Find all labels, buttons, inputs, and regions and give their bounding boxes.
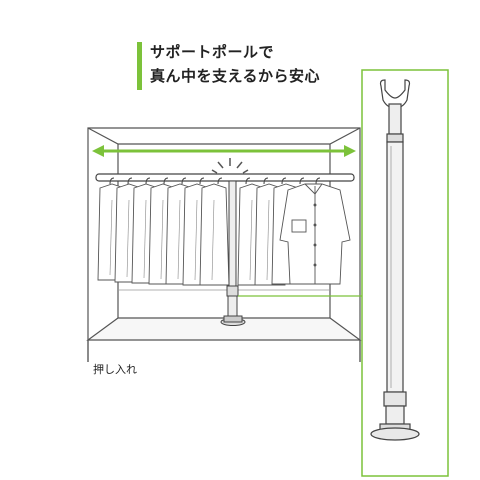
hanging-rod: [95, 173, 355, 182]
headline: サポートポールで 真ん中を支えるから安心: [150, 40, 320, 88]
clothes-group: [97, 177, 351, 286]
emphasis-marks: [211, 158, 249, 174]
headline-line-2: 真ん中を支えるから安心: [150, 67, 321, 85]
support-pole-small: [220, 180, 246, 326]
width-arrow: [92, 145, 356, 157]
zoom-detail-box: [361, 69, 449, 477]
accent-bar: [137, 42, 142, 90]
closet-label: 押し入れ: [93, 363, 137, 376]
closet-frame: [86, 127, 362, 362]
headline-line-1: サポートポールで: [150, 43, 275, 61]
